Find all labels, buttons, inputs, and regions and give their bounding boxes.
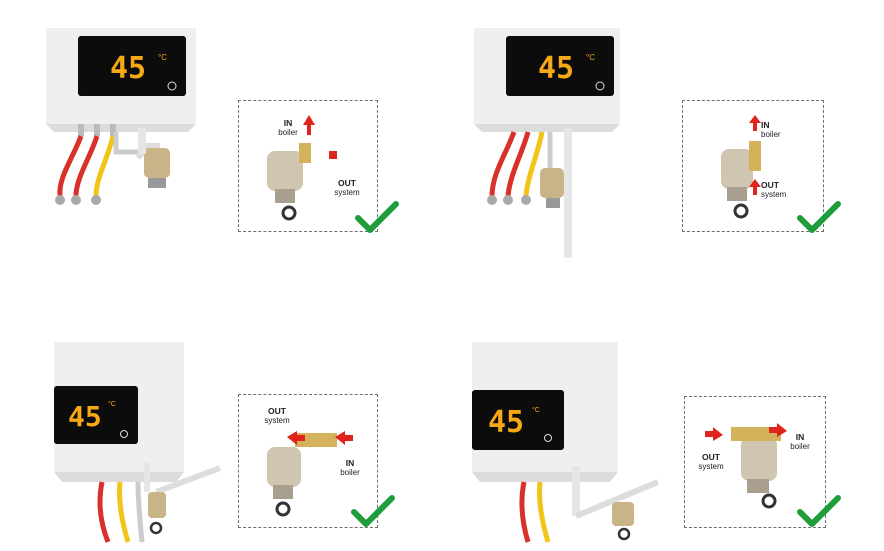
valve-illustration [267,115,347,221]
svg-text:°C: °C [158,53,167,62]
svg-text:45: 45 [488,405,524,440]
check-icon [797,495,841,527]
check-icon [797,201,841,233]
svg-text:°C: °C [108,400,116,408]
up-arrow-icon [303,115,315,135]
svg-text:°C: °C [586,53,595,62]
right-arrow-icon [705,427,723,441]
valve-illustration [267,431,353,517]
temperature-readout: 45 [110,51,146,86]
check-icon [355,201,399,233]
boiler-illustration: 45 °C [474,28,620,258]
valve-illustration [721,115,761,219]
boiler-illustration: 45 °C [472,342,660,543]
up-arrow-icon [749,115,761,131]
check-icon [351,495,395,527]
valve-illustration [705,423,787,509]
boiler-illustration: 45 °C [54,342,222,543]
left-arrow-icon [335,431,353,445]
svg-text:°C: °C [532,406,540,414]
svg-text:45: 45 [538,51,574,86]
left-arrow-icon [287,431,305,445]
up-arrow-icon [749,179,761,195]
left-arrow-icon [329,151,347,161]
boiler-illustration: 45 °C [46,28,196,205]
right-arrow-icon [769,423,787,437]
svg-text:45: 45 [68,400,102,433]
